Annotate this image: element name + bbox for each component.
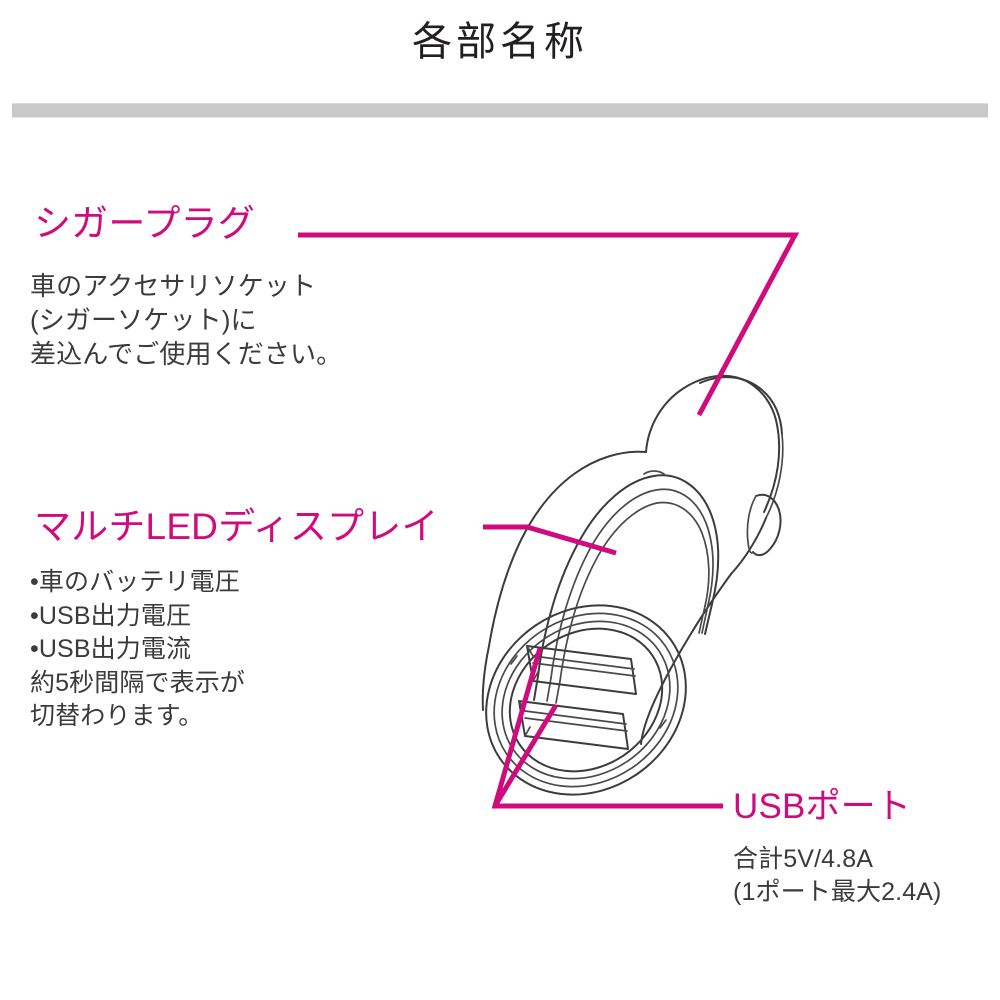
callout-body-led-display: •車のバッテリ電圧 •USB出力電圧 •USB出力電流 約5秒間隔で表示が 切替… bbox=[30, 568, 246, 730]
leader-line-led-display bbox=[483, 524, 617, 556]
bezel-joint-right bbox=[659, 719, 667, 729]
charger-main-body bbox=[481, 450, 732, 745]
leader-line-cigar-plug bbox=[298, 232, 800, 417]
title-divider bbox=[12, 103, 988, 118]
page-title: 各部名称 bbox=[412, 20, 588, 64]
usb-port-slot-upper bbox=[526, 645, 637, 695]
usb-port-slot-lower bbox=[518, 700, 629, 750]
leader-line-usb-lower bbox=[492, 703, 559, 808]
bezel-joint-left bbox=[510, 655, 518, 665]
led-display-band bbox=[533, 470, 720, 704]
callout-heading-usb-port: USBポート bbox=[733, 787, 912, 826]
side-contact-spring bbox=[746, 493, 782, 557]
callout-heading-cigar-plug: シガープラグ bbox=[34, 203, 255, 244]
front-bezel-ring bbox=[485, 604, 687, 796]
callout-heading-led-display: マルチLEDディスプレイ bbox=[34, 506, 439, 547]
callout-body-cigar-plug: 車のアクセサリソケット (シガーソケット)に 差込んでご使用ください。 bbox=[30, 271, 343, 369]
callout-body-usb-port: 合計5V/4.8A (1ポート最大2.4A) bbox=[733, 845, 942, 906]
